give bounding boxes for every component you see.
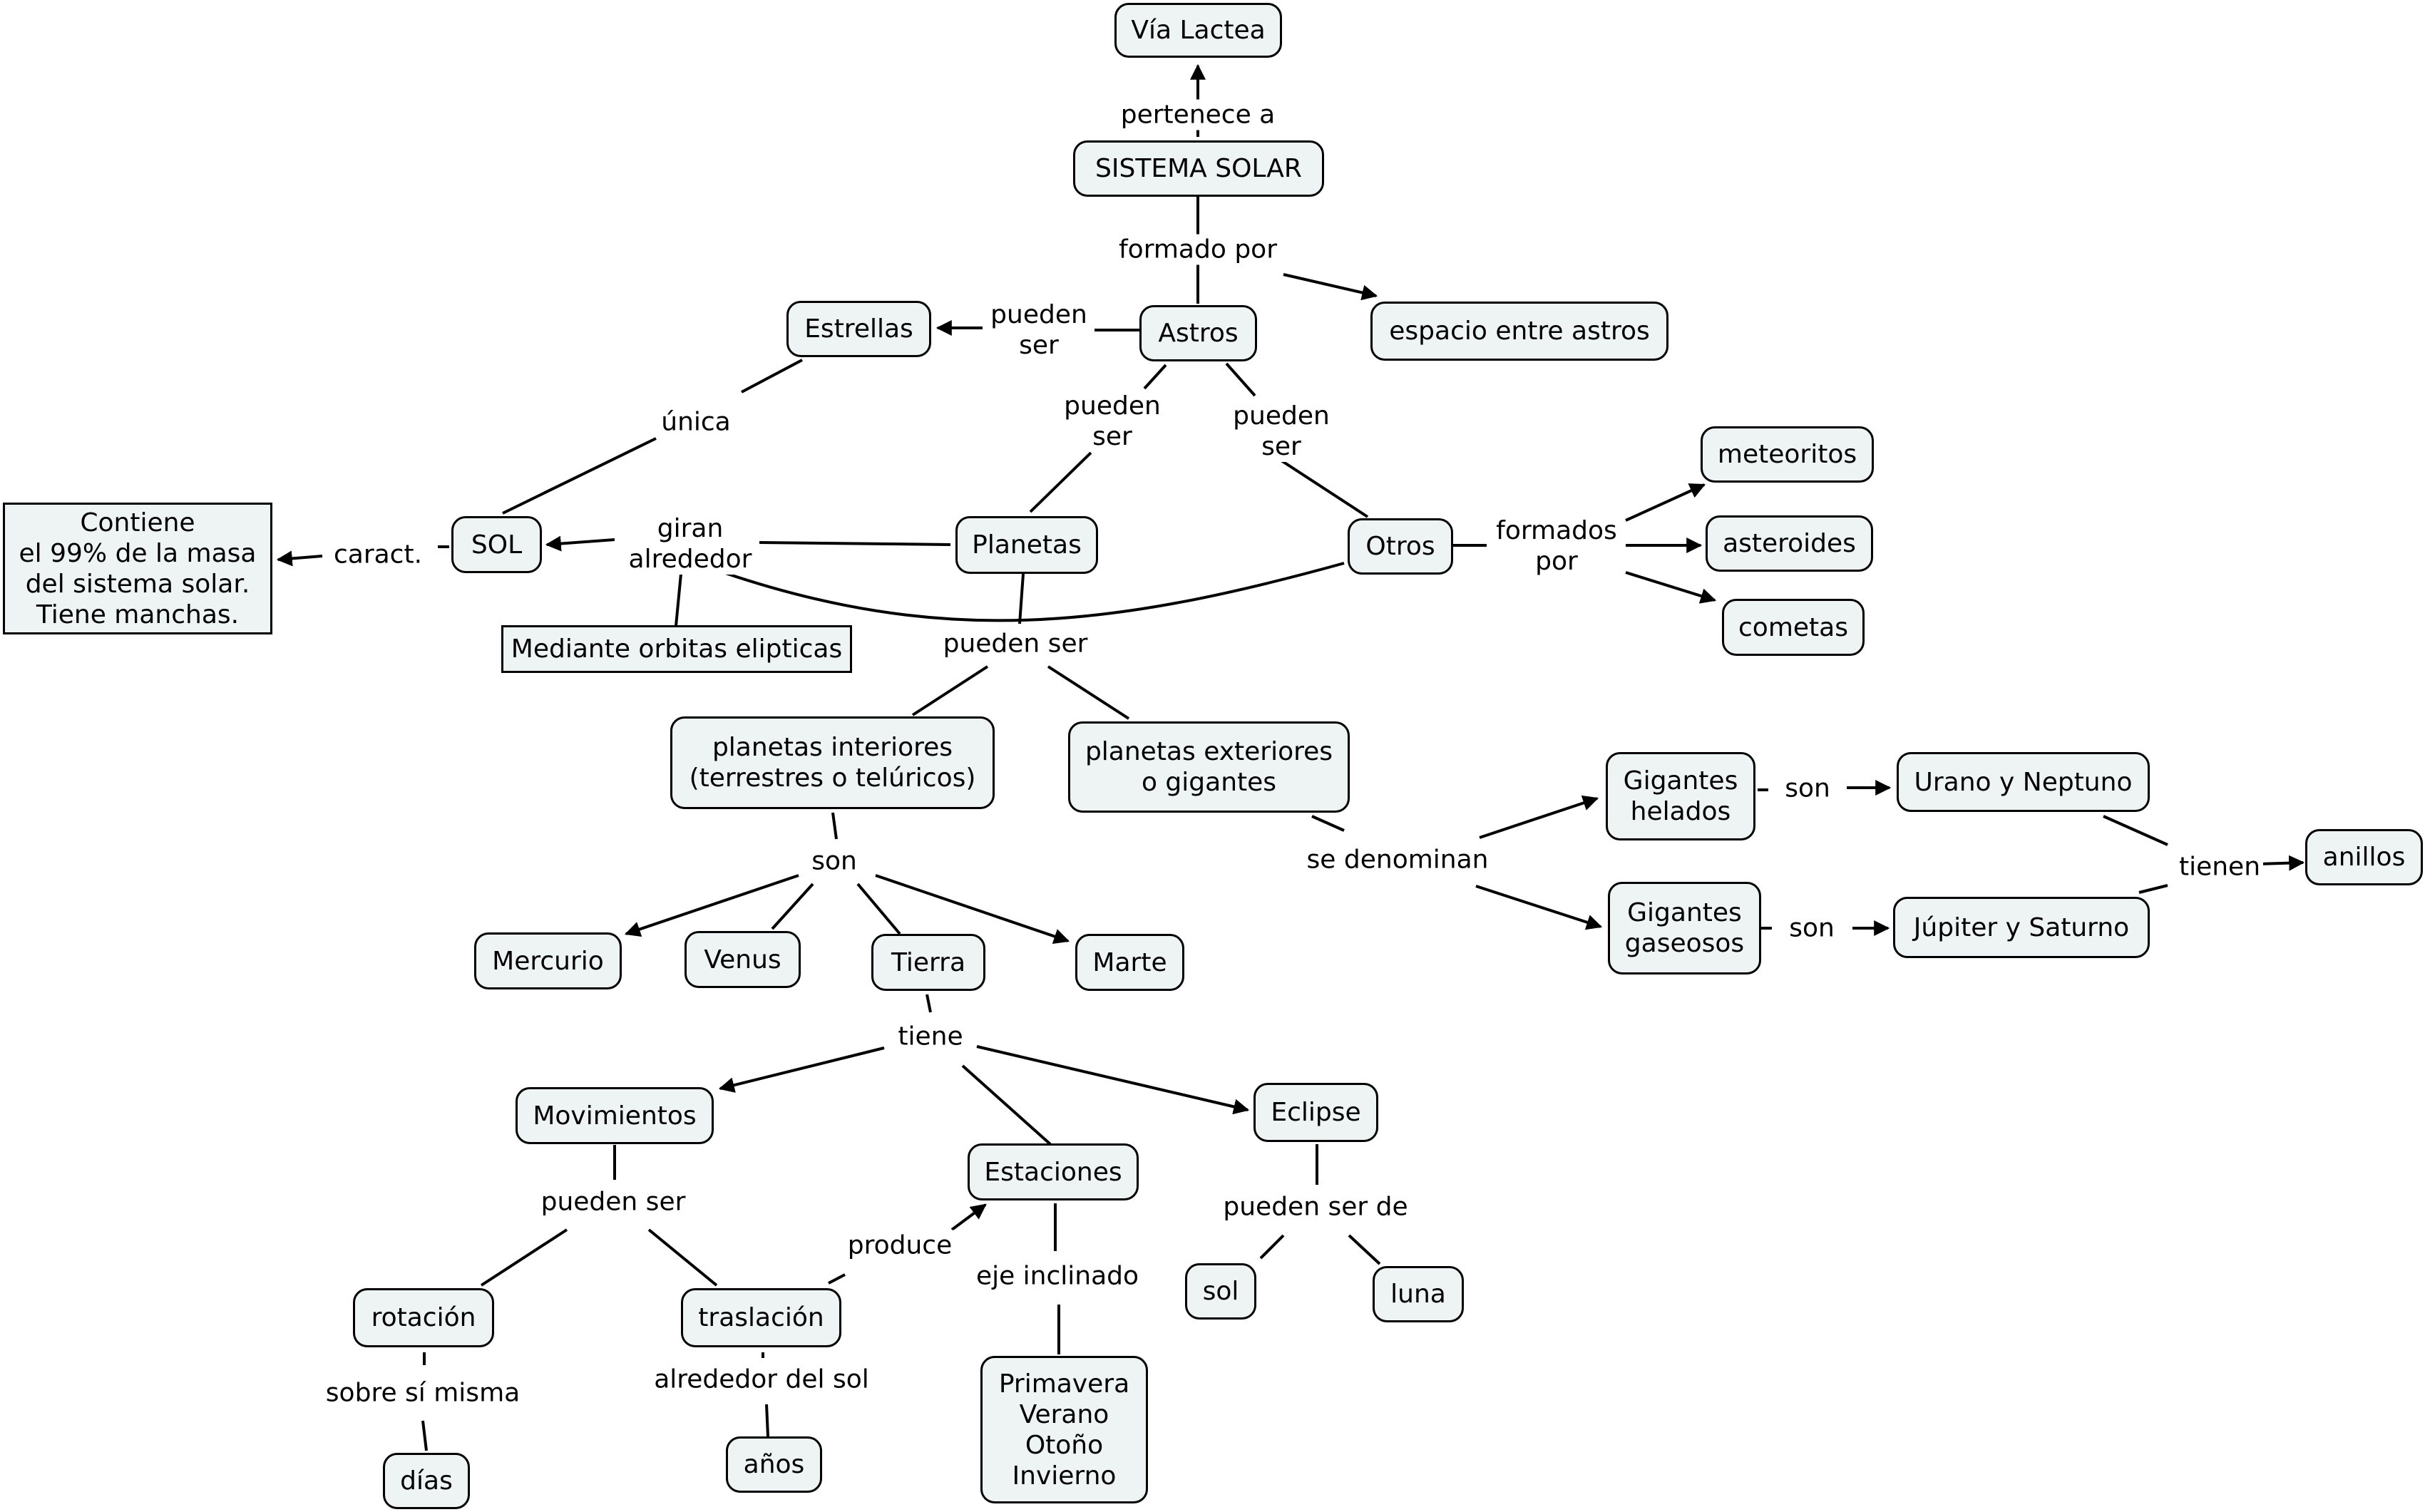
node-luna[interactable]: luna — [1373, 1266, 1464, 1322]
node-anillos[interactable]: anillos — [2305, 829, 2423, 885]
node-meteoritos[interactable]: meteoritos — [1701, 426, 1874, 483]
link-giran-alrededor: giran alrededor — [625, 513, 755, 575]
link-son-helados: son — [1782, 773, 1833, 804]
node-via-lactea[interactable]: Vía Lactea — [1114, 3, 1282, 58]
node-rotacion[interactable]: rotación — [353, 1288, 494, 1347]
link-pueden-ser-de: pueden ser de — [1220, 1191, 1411, 1223]
link-se-denominan: se denominan — [1303, 844, 1492, 875]
link-son-interiores: son — [809, 845, 860, 877]
link-sobre-si-misma: sobre sí misma — [322, 1377, 523, 1409]
link-son-gaseosos: son — [1786, 912, 1837, 944]
node-astros[interactable]: Astros — [1139, 305, 1257, 361]
node-asteroides[interactable]: asteroides — [1706, 515, 1873, 572]
node-contiene-masa[interactable]: Contiene el 99% de la masa del sistema s… — [3, 503, 272, 634]
link-produce: produce — [844, 1230, 955, 1261]
node-estaciones-lista[interactable]: Primavera Verano Otoño Invierno — [980, 1356, 1148, 1503]
link-unica: única — [658, 406, 734, 438]
node-orbitas-elipticas[interactable]: Mediante orbitas elipticas — [501, 625, 852, 673]
node-planetas-interiores[interactable]: planetas interiores (terrestres o telúri… — [670, 716, 995, 809]
node-cometas[interactable]: cometas — [1722, 599, 1865, 656]
node-planetas[interactable]: Planetas — [955, 516, 1098, 574]
node-dias[interactable]: días — [383, 1453, 470, 1509]
node-sistema-solar[interactable]: SISTEMA SOLAR — [1073, 140, 1324, 197]
link-pueden-ser: pueden ser — [940, 628, 1091, 659]
node-espacio-entre-astros[interactable]: espacio entre astros — [1370, 302, 1668, 361]
link-alrededor-del-sol: alrededor del sol — [651, 1364, 872, 1395]
link-tiene: tiene — [895, 1021, 966, 1052]
node-sol-eclipse[interactable]: sol — [1185, 1263, 1256, 1320]
node-traslacion[interactable]: traslación — [681, 1288, 841, 1347]
node-venus[interactable]: Venus — [685, 931, 801, 988]
node-sol[interactable]: SOL — [451, 516, 542, 573]
node-otros[interactable]: Otros — [1348, 518, 1453, 575]
link-pueden-ser-planetas: pueden ser — [1061, 391, 1164, 452]
node-anos[interactable]: años — [726, 1436, 822, 1493]
link-pertenece-a: pertenece a — [1117, 99, 1278, 130]
link-tienen: tienen — [2175, 851, 2264, 883]
node-marte[interactable]: Marte — [1075, 934, 1184, 991]
node-estrellas[interactable]: Estrellas — [786, 301, 931, 357]
link-formado-por: formado por — [1116, 234, 1280, 265]
node-gigantes-gaseosos[interactable]: Gigantes gaseosos — [1608, 882, 1761, 974]
node-gigantes-helados[interactable]: Gigantes helados — [1606, 752, 1755, 840]
link-eje-inclinado: eje inclinado — [973, 1260, 1142, 1292]
node-planetas-exteriores[interactable]: planetas exteriores o gigantes — [1068, 721, 1350, 813]
node-jupiter-saturno[interactable]: Júpiter y Saturno — [1893, 897, 2150, 958]
node-eclipse[interactable]: Eclipse — [1253, 1083, 1378, 1142]
node-tierra[interactable]: Tierra — [871, 934, 985, 991]
link-pueden-ser-estrellas: pueden ser — [988, 299, 1090, 361]
link-formados-por: formados por — [1493, 515, 1620, 577]
node-mercurio[interactable]: Mercurio — [474, 932, 622, 989]
link-pueden-ser-movimientos: pueden ser — [538, 1186, 689, 1218]
link-pueden-ser-otros: pueden ser — [1230, 401, 1333, 462]
link-caract: caract. — [330, 539, 426, 570]
node-estaciones[interactable]: Estaciones — [968, 1143, 1139, 1200]
node-urano-neptuno[interactable]: Urano y Neptuno — [1897, 752, 2150, 812]
node-movimientos[interactable]: Movimientos — [516, 1087, 714, 1144]
